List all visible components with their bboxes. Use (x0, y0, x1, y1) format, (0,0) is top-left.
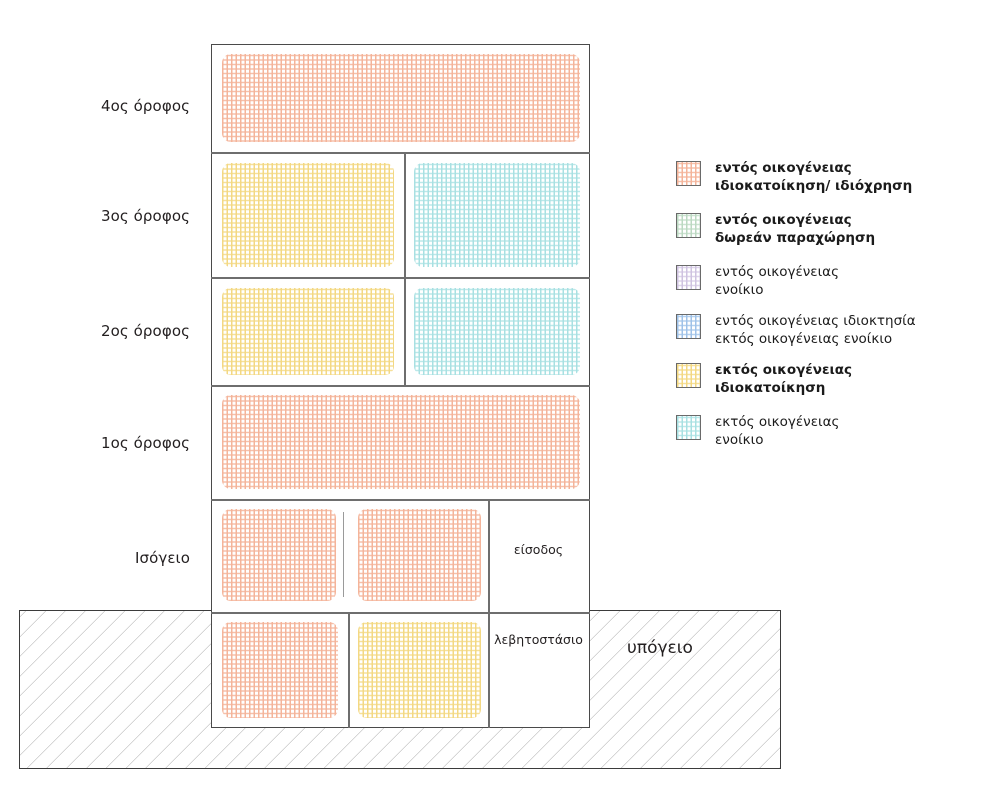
wall-basement-middle (348, 612, 350, 728)
wall-floor3-middle (404, 152, 406, 277)
pink-hatch-swatch (676, 161, 701, 186)
legend-item-ektos-idiokatoikisi[interactable]: εκτός οικογένειας ιδιοκατοίκηση (676, 362, 986, 397)
slab-line-floor4-floor3 (211, 152, 590, 154)
unit-floor3-right (414, 163, 580, 267)
green-hatch-swatch (676, 213, 701, 238)
purple-hatch-swatch (676, 265, 701, 290)
room-label-entrance: είσοδος (513, 542, 564, 557)
yellow-hatch-swatch (676, 363, 701, 388)
wall-ground-entrance (488, 499, 490, 612)
blue-hatch-swatch (676, 314, 701, 339)
unit-floor4 (222, 54, 580, 142)
legend-label: εκτός οικογένειας ενοίκιο (715, 414, 840, 448)
unit-floor3-left (222, 163, 394, 267)
slab-line-floor2-floor1 (211, 385, 590, 387)
slab-line-floor1-ground (211, 499, 590, 501)
wall-floor2-middle (404, 277, 406, 385)
slab-line-floor3-floor2 (211, 277, 590, 279)
floor-label-1: 1ος όροφος (100, 434, 190, 452)
partition-ground-middle (343, 512, 345, 597)
cyan-hatch-swatch (676, 415, 701, 440)
unit-ground-left (222, 509, 336, 601)
legend-item-entos-idioktisia-ektos-enoikio[interactable]: εντός οικογένειας ιδιοκτησία εκτός οικογ… (676, 313, 986, 348)
floor-label-2: 2ος όροφος (100, 322, 190, 340)
room-label-boiler: λεβητοστάσιο (494, 632, 583, 647)
floor-label-4: 4ος όροφος (100, 97, 190, 115)
floor-label-3: 3ος όροφος (100, 207, 190, 225)
legend-item-entos-idiokatoikisi[interactable]: εντός οικογένειας ιδιοκατοίκηση/ ιδιόχρη… (676, 160, 986, 195)
legend-item-entos-enoikio[interactable]: εντός οικογένειας ενοίκιο (676, 264, 986, 299)
slab-line-ground-basement (211, 612, 590, 614)
unit-floor2-right (414, 288, 580, 375)
legend-label: εντός οικογένειας δωρεάν παραχώρηση (715, 212, 876, 246)
legend-item-ektos-enoikio[interactable]: εκτός οικογένειας ενοίκιο (676, 414, 986, 449)
unit-ground-mid (358, 509, 481, 601)
legend-label: εντός οικογένειας ενοίκιο (715, 264, 839, 298)
wall-basement-boilerroom (488, 612, 490, 728)
basement-label: υπόγειο (627, 638, 693, 658)
unit-basement-left (222, 622, 338, 718)
legend-label: εντός οικογένειας ιδιοκατοίκηση/ ιδιόχρη… (715, 160, 913, 194)
legend-label: εκτός οικογένειας ιδιοκατοίκηση (715, 362, 853, 396)
legend: εντός οικογένειας ιδιοκατοίκηση/ ιδιόχρη… (676, 160, 986, 463)
unit-basement-mid (358, 622, 481, 718)
unit-floor2-left (222, 288, 394, 375)
floor-label-ground: Ισόγειο (134, 549, 190, 567)
legend-label: εντός οικογένειας ιδιοκτησία εκτός οικογ… (715, 313, 916, 347)
legend-item-entos-dorean[interactable]: εντός οικογένειας δωρεάν παραχώρηση (676, 212, 986, 247)
unit-floor1 (222, 395, 580, 489)
